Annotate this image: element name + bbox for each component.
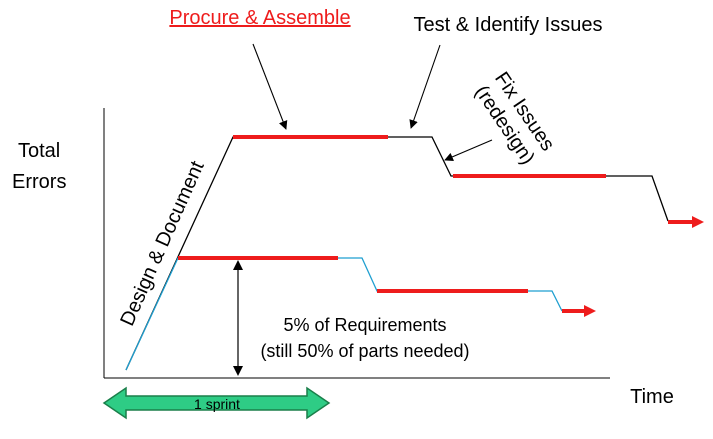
gap-double-arrow-icon [233,260,243,376]
test-callout-arrow [409,44,441,129]
lower-curve [125,256,596,371]
requirements-label-line1: 5% of Requirements [283,315,446,335]
upper-curve [125,135,704,371]
test-label: Test & Identify Issues [414,14,603,36]
y-axis-label-line1: Total [18,140,60,162]
lower-arrow-head-icon [584,305,596,317]
upper-curve-black [125,136,669,371]
design-label: Design & Document [116,157,209,329]
sprint-double-arrow-icon [102,386,331,420]
fix-label: Fix Issues (redesign) [470,68,558,168]
x-axis-label: Time [630,386,674,408]
procure-label: Procure & Assemble [169,7,350,29]
requirements-label-line2: (still 50% of parts needed) [260,341,469,361]
upper-arrow-head-icon [692,216,704,228]
y-axis-label-line2: Errors [12,171,66,193]
fix-callout-arrow [444,139,493,161]
sprint-label: 1 sprint [194,396,240,412]
procure-callout-arrow [252,43,288,130]
